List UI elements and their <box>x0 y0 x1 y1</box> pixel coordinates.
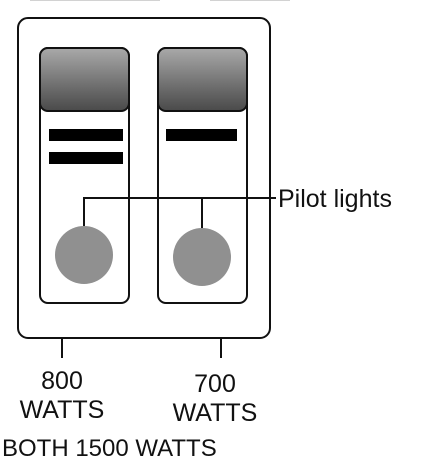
left-switch-bar-2 <box>49 152 123 164</box>
right-pilot-light <box>173 228 231 286</box>
right-switch-watt-value: 700 <box>194 370 236 398</box>
left-switch-rocker[interactable] <box>39 47 130 112</box>
right-switch-rocker[interactable] <box>157 47 248 112</box>
right-switch-bar-1 <box>166 129 237 141</box>
right-switch-watt-unit: WATTS <box>173 399 258 427</box>
pilot-lights-label: Pilot lights <box>278 185 392 213</box>
pilot-light-callout-line <box>83 197 276 228</box>
left-switch-bar-1 <box>49 129 123 141</box>
left-switch-watt-unit: WATTS <box>20 396 105 424</box>
left-switch-watt-value: 800 <box>41 367 83 395</box>
left-switch <box>39 47 130 304</box>
combined-wattage-label: BOTH 1500 WATTS <box>2 435 217 462</box>
left-pilot-light <box>55 226 113 284</box>
right-switch <box>157 47 248 304</box>
